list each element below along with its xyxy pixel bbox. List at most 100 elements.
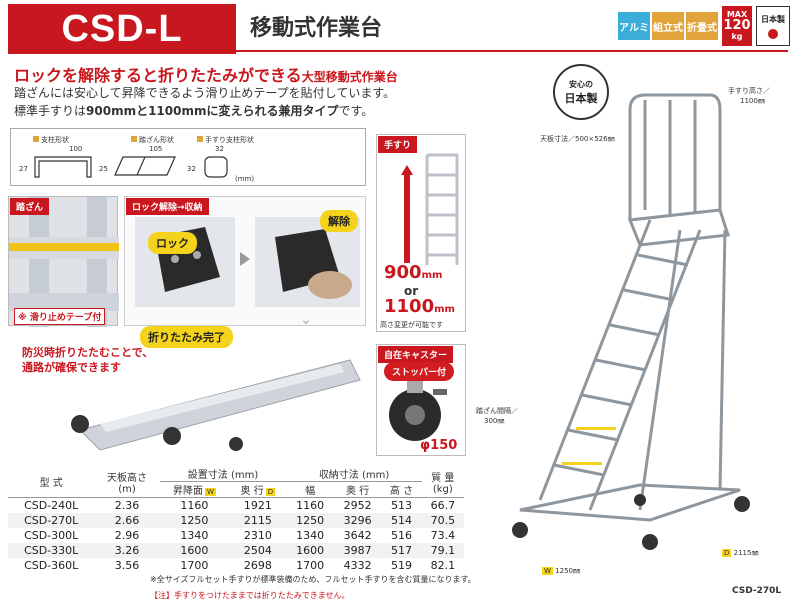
table-cell: CSD-300L: [24, 528, 79, 542]
table-cell: 1250: [296, 513, 325, 527]
max-unit: kg: [731, 31, 743, 41]
table-cell: 2115: [243, 513, 272, 527]
disaster-line-2: 通路が確保できます: [22, 360, 121, 374]
table-cell: 3.26: [114, 543, 140, 557]
header-height: 天板高さ(m): [107, 472, 147, 495]
table-cell: 2310: [243, 528, 272, 542]
table-cell: 79.1: [430, 543, 456, 557]
step-tag: 踏ざん: [10, 198, 50, 215]
description-line-2: 標準手すりは900mmと1100mmに変えられる兼用タイプです。: [14, 102, 373, 119]
step-pitch-label: 踏ざん間隔／: [476, 407, 518, 415]
table-cell: 514: [391, 513, 412, 527]
handrail-height-label: 手すり高さ／: [728, 87, 770, 95]
desc2-post: です。: [338, 104, 374, 118]
table-cell: 1160: [296, 498, 325, 512]
made-in-label: 日本製: [761, 14, 785, 24]
step-width: 105: [149, 145, 163, 153]
table-cell: CSD-360L: [24, 558, 79, 572]
header-storage: 収納寸法 (mm): [318, 470, 390, 481]
table-cell: 73.4: [430, 528, 456, 542]
post-profile-label: 支柱形状: [33, 135, 69, 145]
desc2-pre: 標準手すりは: [14, 104, 87, 118]
anshin-seal: 安心の 日本製: [553, 64, 609, 120]
width-dimension: W 1250㎜: [542, 567, 580, 575]
table-cell: 2504: [243, 543, 272, 557]
table-cell: 1700: [296, 558, 325, 572]
table-cell: 1600: [296, 543, 325, 557]
top-plate-dimension: 天板寸法／500×526㎜: [540, 135, 615, 143]
badge-assembly: 組立式: [652, 12, 684, 40]
folded-platform-illustration: [71, 359, 361, 451]
height-1100: 1100mm: [384, 296, 455, 317]
badge-made-in-japan: 日本製: [756, 6, 790, 46]
depth-dimension: D 2115㎜: [722, 549, 759, 557]
table-cell: 2.96: [114, 528, 140, 542]
handrail-width: 32: [215, 145, 224, 153]
step-profile-icon: [114, 156, 176, 176]
illustration-model-label: CSD-270L: [732, 586, 782, 596]
post-width: 100: [69, 145, 83, 153]
disaster-caption: 防災時折りたたむことで、 通路が確保できます: [22, 346, 153, 376]
headline-main: ロックを解除すると折りたたみができる: [14, 66, 302, 85]
anshin-line-2: 日本製: [564, 91, 598, 105]
table-cell: 1921: [243, 498, 272, 512]
table-cell: 2952: [343, 498, 372, 512]
table-row: CSD-330L 3.26 1600 2504 1600 3987 517 79.1: [8, 542, 464, 558]
header-weight: 質 量(kg): [431, 472, 455, 495]
desc2-bold: 900mmと1100mmに変えられる兼用タイプ: [86, 104, 339, 118]
caster-size: φ150: [420, 438, 458, 453]
handrail-height: 32: [187, 165, 196, 173]
height-note: 高さ変更が可能です: [380, 321, 443, 329]
table-cell: 3987: [343, 543, 372, 557]
step-illustration: [9, 197, 119, 327]
max-label: MAX: [726, 9, 748, 19]
table-cell: 66.7: [430, 498, 456, 512]
footnote-caution: 【注】手すりをつけたままでは折りたたみできません。: [150, 591, 350, 600]
lock-label: ロック: [148, 232, 197, 254]
table-cell: 1600: [180, 543, 209, 557]
disaster-line-1: 防災時折りたたむことで、: [22, 346, 154, 359]
step-pitch-value: 300㎜: [484, 417, 505, 425]
profile-shapes-box: 支柱形状 100 27 踏ざん形状 105 25 手すり支柱形状 32 32 (…: [10, 128, 366, 186]
japan-flag-icon: [768, 28, 778, 39]
platform-illustration: [512, 93, 750, 550]
handrail-box: [376, 134, 466, 332]
handrail-tag: 手すり: [378, 136, 418, 153]
headline: ロックを解除すると折りたたみができる大型移動式作業台: [14, 62, 398, 86]
post-height: 27: [19, 165, 28, 173]
table-cell: 4332: [343, 558, 372, 572]
table-cell: 2.66: [114, 513, 140, 527]
table-cell: 2.36: [114, 498, 140, 512]
header-model: 型 式: [39, 478, 63, 489]
description-line-1: 踏ざんには安心して昇降できるよう滑り止めテープを貼付しています。: [14, 86, 396, 100]
table-cell: 1160: [180, 498, 209, 512]
footnote-weight: ※全サイズフルセット手すりが標準装備のため、フルセット手すりを含む質量になります…: [150, 575, 476, 584]
table-cell: 2698: [243, 558, 272, 572]
table-cell: 517: [391, 543, 412, 557]
lock-release-tag: ロック解除→収納: [126, 198, 209, 215]
handrail-height-value: 1100㎜: [740, 97, 765, 105]
stopper-label: ストッパー付: [384, 362, 455, 381]
step-profile-label: 踏ざん形状: [131, 135, 174, 145]
height-or: or: [404, 284, 419, 298]
table-cell: 70.5: [430, 513, 456, 527]
table-cell: 519: [391, 558, 412, 572]
table-cell: CSD-330L: [24, 543, 79, 557]
chevron-down-icon: ⌄: [300, 312, 312, 328]
table-cell: 1340: [296, 528, 325, 542]
handrail-profile-label: 手すり支柱形状: [197, 135, 254, 145]
table-cell: 3642: [343, 528, 372, 542]
header-rule: [236, 50, 788, 52]
headline-small: 大型移動式作業台: [301, 70, 398, 84]
table-cell: 516: [391, 528, 412, 542]
lock-release-photos: [124, 196, 366, 326]
step-height: 25: [99, 165, 108, 173]
caster-tag: 自在キャスター: [378, 346, 454, 363]
table-cell: 1250: [180, 513, 209, 527]
spec-table: 型 式 天板高さ(m) 設置寸法 (mm) 収納寸法 (mm) 質 量(kg) …: [8, 466, 464, 573]
table-cell: 513: [391, 498, 412, 512]
